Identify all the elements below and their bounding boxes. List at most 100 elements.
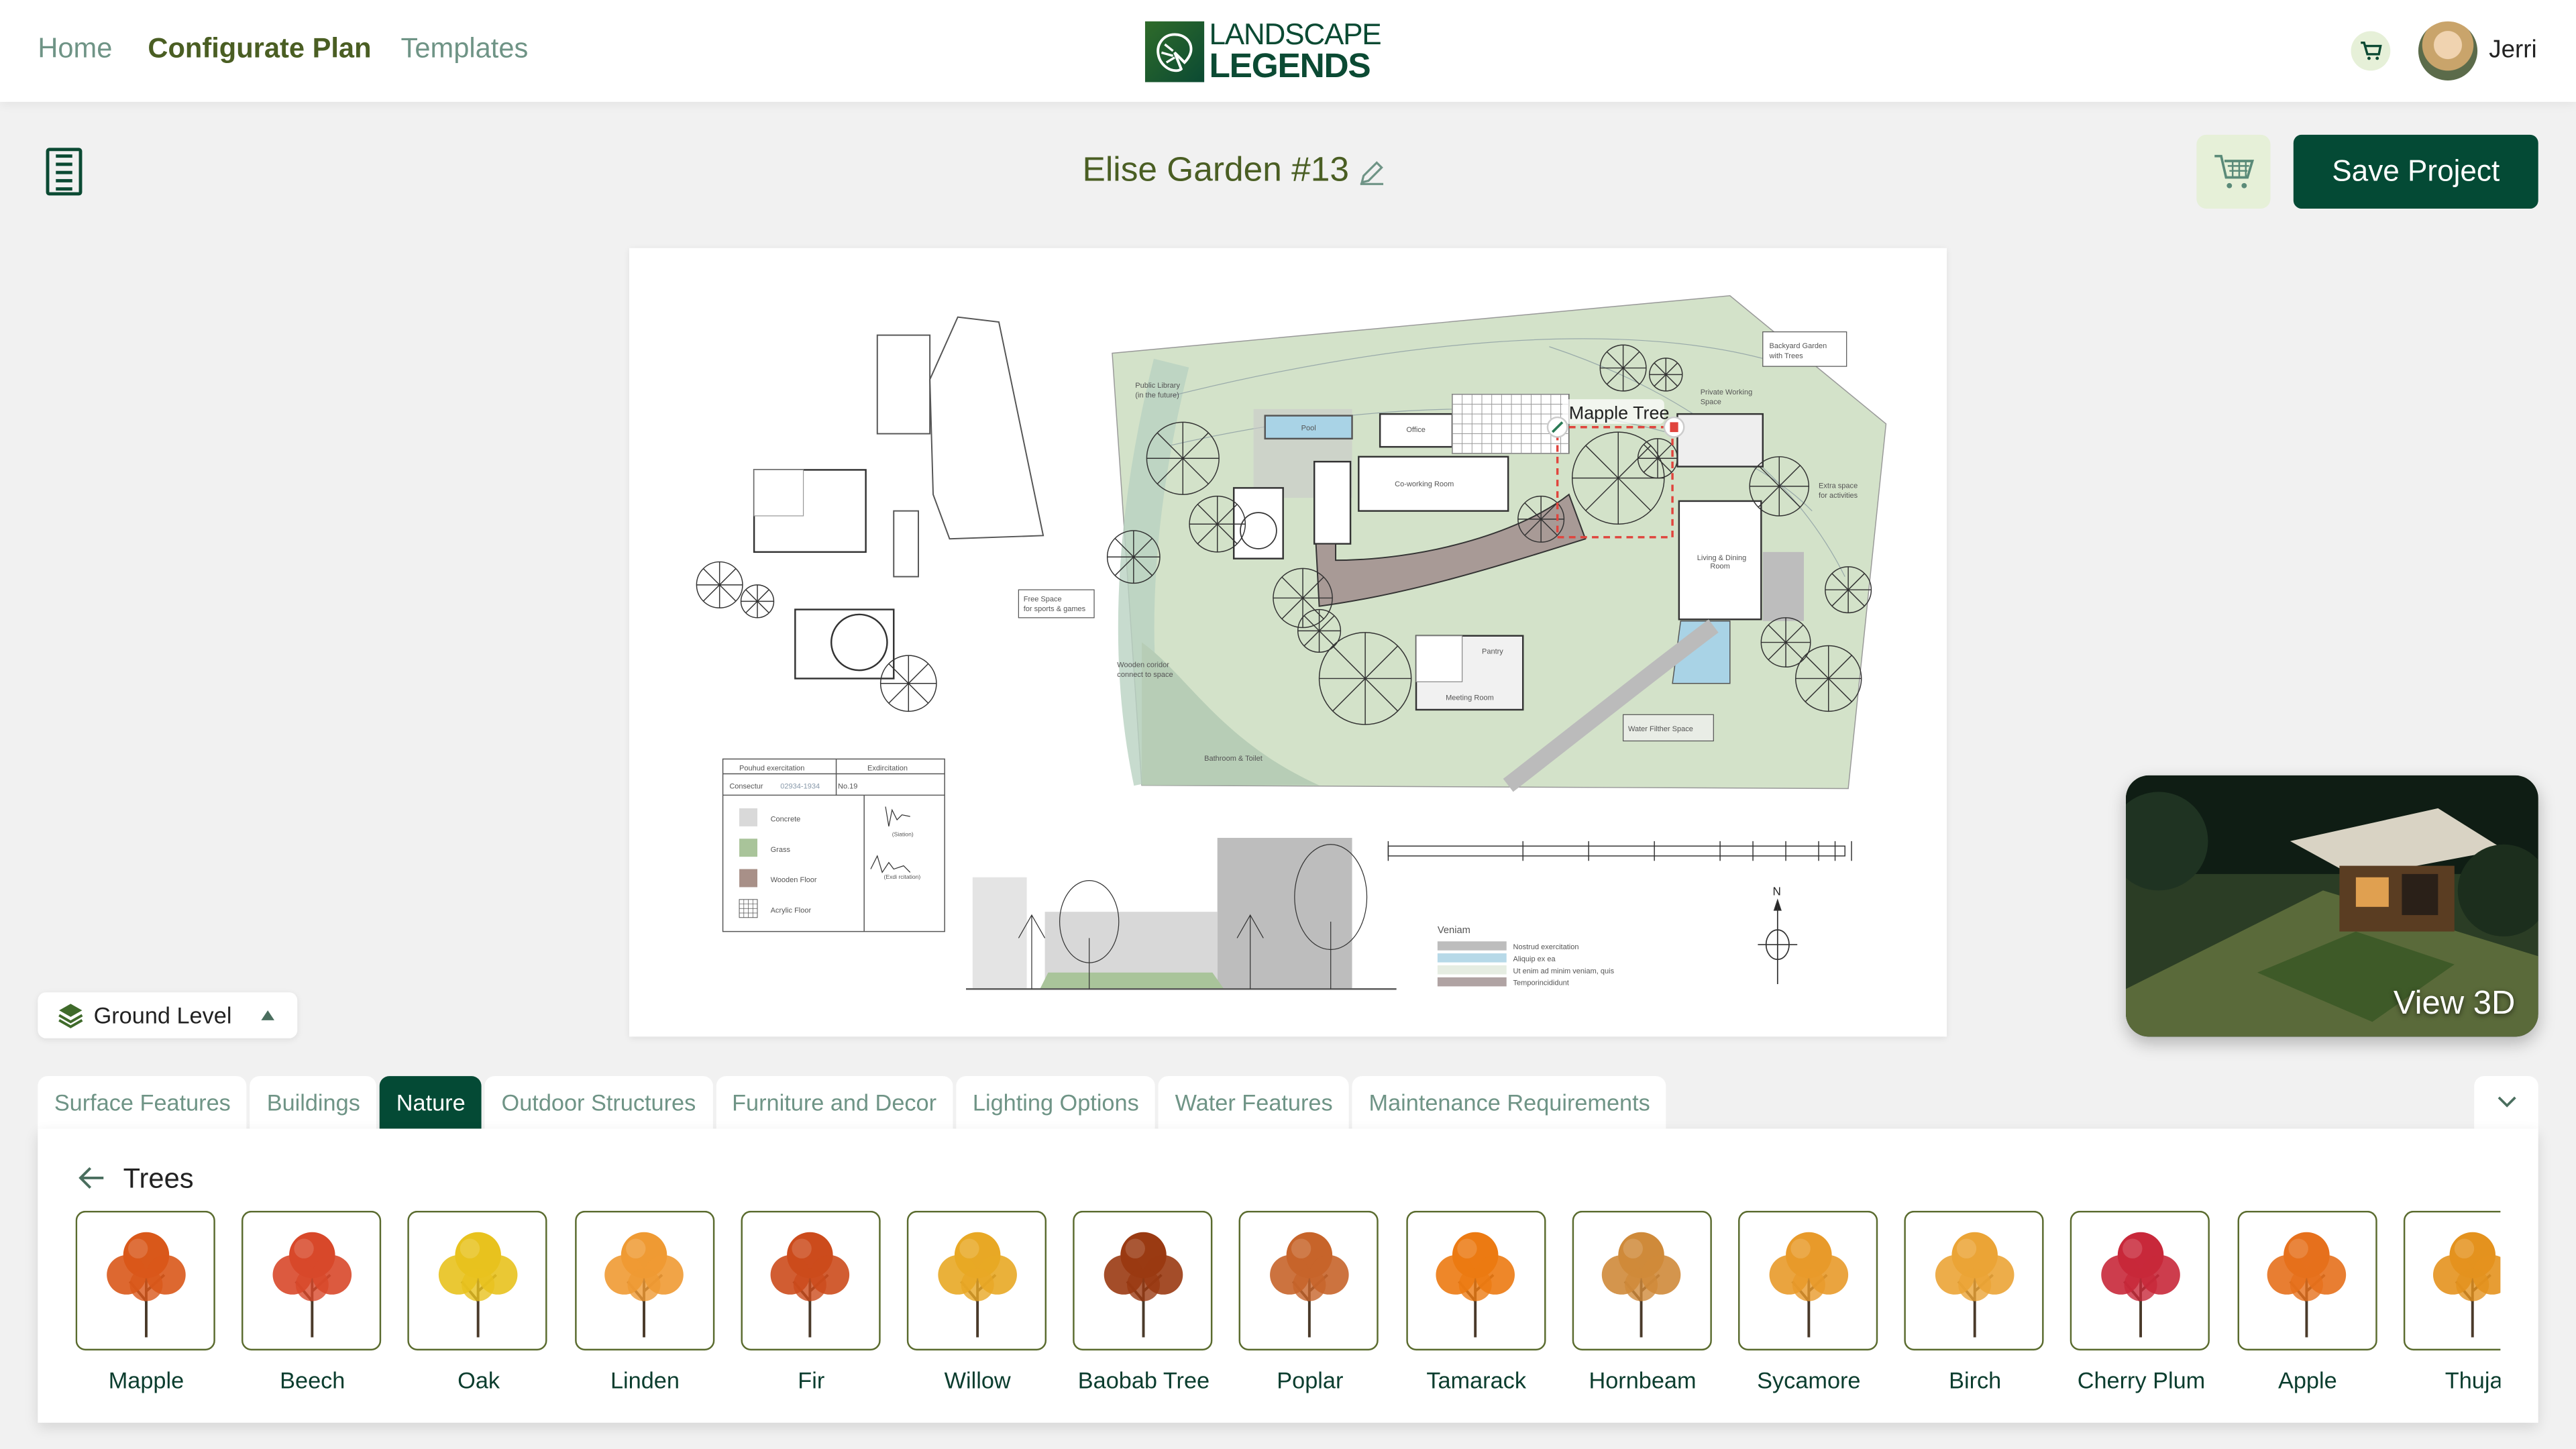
tree-icon <box>771 1232 850 1338</box>
tree-thumbnail[interactable] <box>408 1210 548 1351</box>
nav-home[interactable]: Home <box>38 32 113 64</box>
pool-shape[interactable] <box>1264 415 1353 440</box>
plan-tree-symbol[interactable] <box>1599 344 1647 392</box>
logo[interactable]: LANDSCAPE LEGENDS <box>1144 19 1382 86</box>
label-backyard-2: with Trees <box>1769 352 1804 360</box>
tree-item[interactable]: Baobab Tree <box>1073 1210 1215 1393</box>
tree-thumbnail[interactable] <box>1405 1210 1546 1351</box>
tree-item[interactable]: Willow <box>906 1210 1049 1393</box>
tree-item[interactable]: Mapple <box>75 1210 217 1393</box>
tree-item[interactable]: Hornbeam <box>1572 1210 1713 1393</box>
nav-configurate-plan[interactable]: Configurate Plan <box>148 32 372 64</box>
tree-thumbnail[interactable] <box>241 1210 382 1351</box>
wooden-corridor[interactable] <box>1315 493 1587 607</box>
living-building[interactable] <box>1678 500 1762 621</box>
tree-thumbnail[interactable] <box>1738 1210 1878 1351</box>
signature-1 <box>885 806 910 826</box>
selection-box[interactable] <box>1556 426 1674 539</box>
plan-tree-symbol[interactable] <box>1517 495 1565 543</box>
document-list-icon[interactable] <box>46 148 83 196</box>
tree-thumbnail[interactable] <box>906 1210 1047 1351</box>
tab-outdoor-structures[interactable]: Outdoor Structures <box>485 1076 712 1129</box>
tree-thumbnail[interactable] <box>574 1210 714 1351</box>
tree-item[interactable]: Tamarack <box>1405 1210 1547 1393</box>
plan-tree-symbol[interactable] <box>1760 617 1811 668</box>
plan-tree-symbol[interactable] <box>1825 566 1872 614</box>
chevron-down-icon <box>2497 1096 2516 1108</box>
scale-bar <box>1387 841 1852 861</box>
save-project-button[interactable]: Save Project <box>2293 134 2538 209</box>
tree-item[interactable]: Linden <box>574 1210 716 1393</box>
north-compass-icon: N <box>1758 885 1798 984</box>
material-swatch <box>739 808 757 826</box>
cart-icon[interactable] <box>2351 31 2391 71</box>
plan-tree-symbol[interactable] <box>1146 421 1220 495</box>
plan-tree-symbol[interactable] <box>1189 495 1246 553</box>
tree-item[interactable]: Beech <box>241 1210 383 1393</box>
plan-tree-symbol[interactable] <box>1297 608 1342 653</box>
nav-templates[interactable]: Templates <box>400 32 529 64</box>
plan-tree-symbol[interactable] <box>696 561 743 608</box>
tree-thumbnail[interactable] <box>1073 1210 1213 1351</box>
tab-water-features[interactable]: Water Features <box>1159 1076 1350 1129</box>
tree-item[interactable]: Sycamore <box>1738 1210 1880 1393</box>
plan-tree-symbol[interactable] <box>740 584 775 619</box>
tab-lighting-options[interactable]: Lighting Options <box>956 1076 1156 1129</box>
plan-tree-symbol[interactable] <box>879 655 937 712</box>
private-working-building[interactable] <box>1676 413 1764 468</box>
tree-thumbnail[interactable] <box>2403 1210 2501 1351</box>
tree-item[interactable]: Cherry Plum <box>2070 1210 2212 1393</box>
level-selector[interactable]: Ground Level <box>38 992 298 1038</box>
tree-icon <box>604 1232 684 1338</box>
tree-thumbnail[interactable] <box>1904 1210 2045 1351</box>
layers-icon <box>58 1004 83 1028</box>
view-3d-label: View 3D <box>2393 985 2516 1022</box>
edit-element-icon[interactable] <box>1546 416 1568 438</box>
tree-item[interactable]: Apple <box>2237 1210 2379 1393</box>
back-arrow-icon[interactable] <box>77 1165 107 1191</box>
label-office: Office <box>1406 426 1426 434</box>
plan-tree-symbol[interactable] <box>1649 358 1683 392</box>
coworking-building[interactable] <box>1358 455 1509 512</box>
tree-name: Thuja <box>2445 1366 2501 1393</box>
avatar[interactable] <box>2418 21 2478 81</box>
cart-button[interactable] <box>2196 134 2271 209</box>
tree-item[interactable]: Fir <box>741 1210 882 1393</box>
section-title: Trees <box>123 1163 194 1195</box>
label-private: Private Working <box>1701 388 1753 396</box>
delete-element-icon[interactable] <box>1663 416 1685 438</box>
tab-surface-features[interactable]: Surface Features <box>38 1076 248 1129</box>
plan-tree-symbol[interactable] <box>1749 456 1810 517</box>
plan-canvas[interactable]: Mapple Tree Public Library (in the futur… <box>629 248 1947 1037</box>
plan-tree-symbol[interactable] <box>1273 568 1333 629</box>
label-coworking: Co-working Room <box>1395 480 1454 488</box>
tab-furniture-and-decor[interactable]: Furniture and Decor <box>715 1076 953 1129</box>
tree-item[interactable]: Thuja <box>2403 1210 2501 1393</box>
tab-maintenance-requirements[interactable]: Maintenance Requirements <box>1352 1076 1667 1129</box>
tab-nature[interactable]: Nature <box>380 1076 482 1129</box>
plan-tree-symbol[interactable] <box>1318 632 1412 725</box>
tree-item[interactable]: Poplar <box>1239 1210 1381 1393</box>
label-public-library-2: (in the future) <box>1135 392 1179 400</box>
tree-thumbnail[interactable] <box>1572 1210 1712 1351</box>
plan-tree-symbol[interactable] <box>1571 431 1665 525</box>
tree-item[interactable]: Oak <box>408 1210 549 1393</box>
edit-title-pencil-icon[interactable] <box>1357 158 1387 187</box>
expand-panel-button[interactable] <box>2474 1076 2538 1129</box>
tree-thumbnail[interactable] <box>2070 1210 2210 1351</box>
plan-tree-symbol[interactable] <box>1795 645 1862 712</box>
tab-buildings[interactable]: Buildings <box>250 1076 377 1129</box>
plan-tree-symbol[interactable] <box>1106 530 1161 584</box>
tree-thumbnail[interactable] <box>741 1210 881 1351</box>
tree-thumbnail[interactable] <box>2237 1210 2377 1351</box>
user-name[interactable]: Jerri <box>2489 36 2537 64</box>
plan-tree-symbol[interactable] <box>1637 438 1678 479</box>
tree-thumbnail[interactable] <box>1239 1210 1379 1351</box>
logo-line2: LEGENDS <box>1209 48 1371 86</box>
legend-swatch <box>1437 953 1507 963</box>
tree-item[interactable]: Birch <box>1904 1210 2046 1393</box>
view-3d-button[interactable]: View 3D <box>2126 775 2538 1037</box>
tree-thumbnail[interactable] <box>75 1210 215 1351</box>
tree-icon <box>1602 1232 1682 1338</box>
